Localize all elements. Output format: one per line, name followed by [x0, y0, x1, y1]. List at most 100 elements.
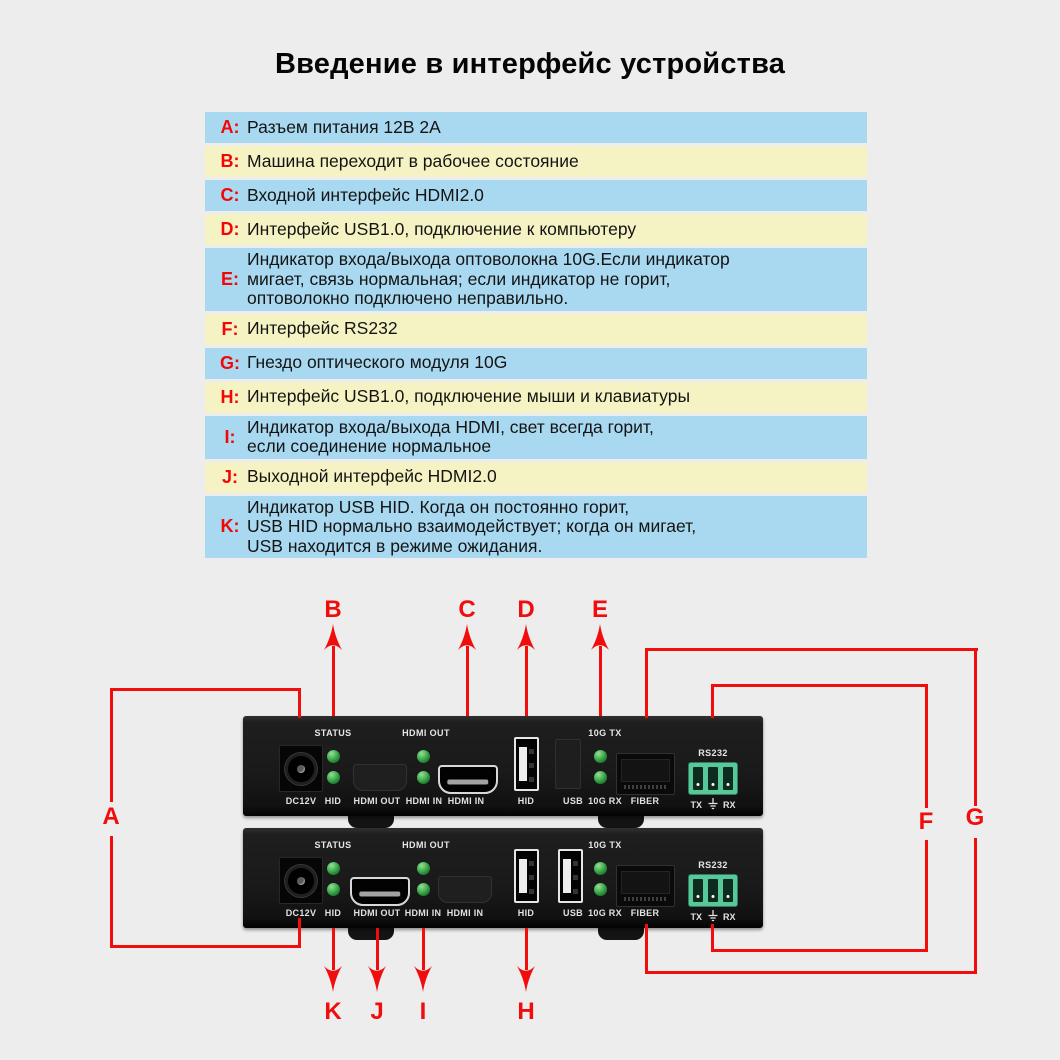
hdmi-in-port — [438, 765, 498, 794]
panel-top-label: 10G TX — [588, 840, 622, 850]
usb-contact — [529, 875, 534, 880]
legend-text: Индикатор USB HID. Когда он постоянно го… — [247, 496, 697, 557]
hdmi-slot — [447, 779, 489, 784]
bracket-line — [711, 924, 714, 952]
panel-top-label: HDMI OUT — [402, 728, 450, 738]
panel-top-label: 10G TX — [588, 728, 622, 738]
legend-key: D: — [220, 219, 240, 239]
usb-contact — [573, 861, 578, 866]
legend-row: K:Индикатор USB HID. Когда он постоянно … — [205, 495, 867, 558]
legend-row: B: Машина переходит в рабочее состояние — [205, 146, 867, 177]
legend-row: I:Индикатор входа/выхода HDMI, свет всег… — [205, 415, 867, 459]
arrow-shaft — [466, 646, 469, 716]
legend-key: B: — [220, 151, 240, 171]
legend-text: Интерфейс USB1.0, подключение мыши и кла… — [247, 387, 690, 407]
device-foot — [348, 814, 394, 828]
ground-icon — [707, 798, 718, 812]
usb-hid-port-label: HID — [517, 908, 535, 918]
terminal-slot — [708, 879, 718, 902]
legend-row: H:Интерфейс USB1.0, подключение мыши и к… — [205, 381, 867, 413]
rs232-label: RS232 — [698, 860, 728, 870]
legend-row: J:Выходной интерфейс HDMI2.0 — [205, 461, 867, 493]
dc-jack — [279, 857, 323, 904]
hdmi-out-port — [350, 877, 410, 906]
panel-top-label: STATUS — [314, 840, 352, 850]
device-foot — [598, 926, 644, 940]
sfp-pins — [624, 897, 667, 901]
arrow-shaft — [599, 646, 602, 716]
usb-contact — [529, 749, 534, 754]
bracket-line — [925, 840, 928, 952]
arrow-head-icon — [591, 624, 609, 650]
arrow-head-icon — [458, 624, 476, 650]
legend-text-line: USB находится в режиме ожидания. — [247, 535, 543, 556]
legend-text: Индикатор входа/выхода HDMI, свет всегда… — [247, 416, 654, 457]
legend-row: D: Интерфейс USB1.0, подключение к компью… — [205, 214, 867, 245]
legend-key: F: — [221, 318, 239, 339]
legend-text-line: Индикатор входа/выхода HDMI, свет всегда… — [247, 416, 654, 437]
usb-contact — [529, 861, 534, 866]
hid-leds-led — [327, 883, 340, 896]
legend-text-line: USB HID нормально взаимодействует; когда… — [247, 516, 697, 536]
hdmi-in-leds-label: HDMI IN — [405, 796, 443, 806]
bracket-line — [645, 648, 978, 651]
arrow-shaft — [332, 646, 335, 716]
fiber-sfp-label: FIBER — [630, 796, 660, 806]
dc-pin — [297, 764, 305, 773]
rs232-label: RS232 — [698, 748, 728, 758]
legend-row: F:Интерфейс RS232 — [205, 313, 867, 345]
hdmi-in-leds-label: HDMI IN — [404, 908, 442, 918]
legend-key: E: — [221, 268, 239, 289]
callout-letter: C — [458, 596, 476, 623]
fiber-sfp — [616, 753, 675, 795]
usb-contact — [529, 763, 534, 768]
hdmi-in-recess-label: HDMI IN — [446, 908, 484, 918]
bracket-line — [711, 684, 928, 687]
arrow-shaft — [332, 928, 335, 970]
legend-text-line: Индикатор USB HID. Когда он постоянно го… — [247, 496, 630, 517]
legend-text: Индикатор входа/выхода оптоволокна 10G.Е… — [247, 249, 730, 309]
fiber-sfp-label: FIBER — [630, 908, 660, 918]
bracket-line — [974, 838, 977, 974]
10g-rx-leds-led — [594, 750, 607, 763]
legend-text: Машина переходит в рабочее состояние — [247, 150, 579, 172]
hdmi-in-port-label: HDMI IN — [447, 796, 485, 806]
device-foot — [598, 814, 644, 828]
sfp-module — [621, 759, 670, 782]
hdmi-in-recess — [438, 876, 492, 903]
arrow-shaft — [422, 928, 425, 970]
bracket-line — [645, 971, 977, 974]
hdmi-in-leds-led — [417, 771, 430, 784]
legend-text-line: Машина переходит в рабочее состояние — [247, 150, 579, 171]
ground-icon — [707, 910, 718, 924]
arrow-head-icon — [324, 966, 342, 992]
callout-letter: H — [517, 998, 535, 1025]
usb-port — [558, 849, 583, 903]
usb-contact — [529, 889, 534, 894]
bracket-line — [110, 688, 301, 691]
usb-tongue — [519, 747, 527, 781]
terminal-slot — [708, 767, 718, 790]
legend-key: C: — [220, 185, 240, 205]
rs232-terminal — [688, 874, 738, 907]
legend-text: Интерфейс USB1.0, подключение к компьюте… — [247, 219, 636, 240]
arrow-head-icon — [414, 966, 432, 992]
fiber-sfp — [616, 865, 675, 907]
callout-letter: E — [591, 596, 608, 623]
legend-text-line: Интерфейс USB1.0, подключение мыши и кла… — [247, 386, 691, 407]
hdmi-out-recess-label: HDMI OUT — [353, 796, 401, 806]
arrow-shaft — [376, 928, 379, 970]
callout-letter: F — [918, 808, 934, 835]
hid-leds-led — [327, 862, 340, 875]
dc-pin — [297, 876, 305, 885]
usb-hid-port-label: HID — [517, 796, 535, 806]
callout-letter: I — [419, 998, 427, 1025]
hid-leds-label: HID — [324, 796, 342, 806]
panel-top-label: HDMI OUT — [402, 840, 450, 850]
legend-key: J: — [221, 466, 238, 487]
callout-letter: D — [517, 596, 535, 623]
callout-letter: J — [370, 998, 384, 1025]
